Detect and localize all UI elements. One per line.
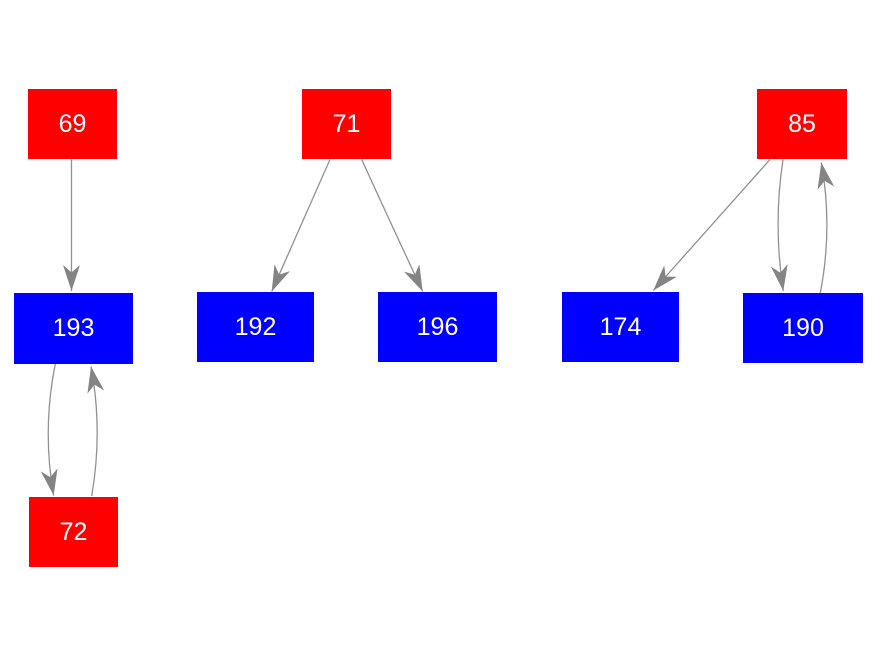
graph-node-72[interactable]: 72 <box>29 497 118 567</box>
graph-node-174[interactable]: 174 <box>562 292 679 362</box>
graph-node-193[interactable]: 193 <box>14 293 133 364</box>
edge-71-to-192 <box>271 159 331 292</box>
node-label-193: 193 <box>52 314 95 342</box>
edge-85-to-190 <box>777 159 784 292</box>
arrowhead-71-to-192 <box>271 264 291 292</box>
graph-node-192[interactable]: 192 <box>197 292 314 362</box>
node-label-192: 192 <box>234 312 277 341</box>
arrowhead-85-to-190 <box>770 264 788 291</box>
arrowhead-69-to-193 <box>63 265 80 291</box>
node-label-85: 85 <box>788 109 816 138</box>
edge-72-to-193 <box>90 366 98 497</box>
graph-node-190[interactable]: 190 <box>743 293 863 363</box>
node-label-190: 190 <box>782 313 824 342</box>
graph-node-85[interactable]: 85 <box>757 89 847 159</box>
edge-85-to-174 <box>652 159 771 291</box>
edge-193-to-72 <box>47 363 56 496</box>
node-label-72: 72 <box>59 517 88 546</box>
node-label-174: 174 <box>599 312 642 341</box>
edge-71-to-196 <box>361 159 424 292</box>
edge-190-to-85 <box>819 162 828 294</box>
node-label-71: 71 <box>332 109 361 138</box>
arrowhead-71-to-196 <box>403 264 423 292</box>
graph-node-71[interactable]: 71 <box>302 89 391 159</box>
arrowhead-190-to-85 <box>817 162 835 190</box>
arrowhead-193-to-72 <box>40 468 58 496</box>
arrowhead-72-to-193 <box>87 366 105 394</box>
graph-node-69[interactable]: 69 <box>28 89 117 159</box>
node-label-196: 196 <box>416 312 459 341</box>
graph-node-196[interactable]: 196 <box>378 292 497 362</box>
node-label-69: 69 <box>58 109 87 138</box>
